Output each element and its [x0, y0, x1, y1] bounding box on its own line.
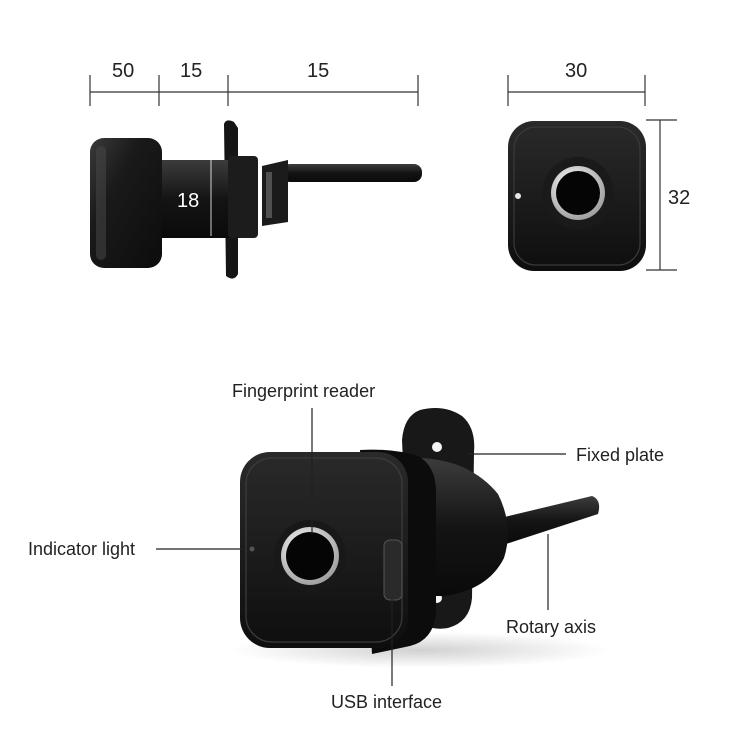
perspective-lock [230, 408, 610, 668]
dim-side-15-b: 15 [307, 60, 330, 82]
front-indicator-dot [515, 193, 521, 199]
front-height-dimension-line [646, 119, 677, 271]
indicator-light-dot [249, 546, 255, 552]
side-cylinder [150, 160, 232, 238]
dim-side-50: 50 [112, 60, 135, 82]
label-fingerprint-reader: Fingerprint reader [232, 381, 376, 401]
dim-front-height: 32 [668, 187, 691, 209]
callout-leaders [156, 408, 566, 686]
usb-port [383, 539, 403, 601]
label-indicator-light: Indicator light [28, 539, 136, 559]
side-dimension-line [89, 75, 419, 106]
rotary-shaft [492, 496, 600, 546]
sensor-pad [286, 532, 334, 580]
dim-side-15-a: 15 [180, 60, 203, 82]
front-view-lock [507, 75, 677, 271]
label-rotary-axis: Rotary axis [506, 617, 597, 637]
side-head [90, 138, 162, 268]
front-sensor-pad [556, 171, 600, 215]
front-width-dimension-line [507, 75, 646, 106]
dim-knob-18: 18 [177, 190, 200, 212]
side-shaft [282, 164, 422, 182]
dim-front-width: 30 [565, 60, 588, 82]
side-view-lock [89, 75, 422, 279]
label-usb-interface: USB interface [331, 692, 443, 712]
side-bracket [262, 160, 288, 226]
label-fixed-plate: Fixed plate [576, 445, 665, 465]
